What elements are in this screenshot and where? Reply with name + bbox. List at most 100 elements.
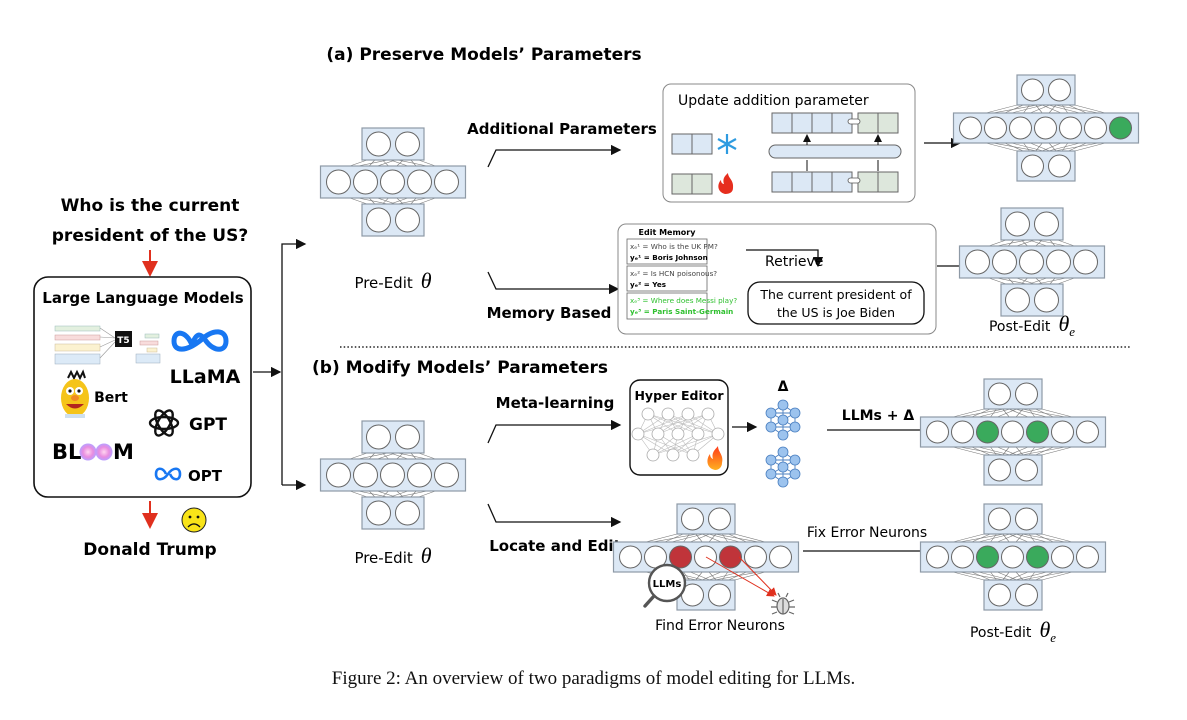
retrieved-answer-line-2: the US is Joe Biden (777, 305, 895, 320)
neuron (992, 249, 1017, 275)
edited-neuron (976, 545, 999, 569)
added-param-cell (857, 171, 879, 193)
retrieved-answer-line-1: The current president of (759, 287, 912, 302)
neuron (765, 421, 777, 433)
neuron (366, 131, 391, 157)
neuron (1034, 287, 1059, 313)
magnifier-label: LLMs (653, 579, 682, 590)
link-icon (847, 177, 861, 184)
memory-entry (626, 292, 708, 320)
neuron (671, 427, 685, 441)
neuron (407, 462, 432, 488)
branch-arrow-additional (487, 144, 622, 168)
neuron (984, 116, 1007, 140)
neuron (777, 414, 789, 426)
added-param-cell (877, 112, 899, 134)
added-param-cell (857, 112, 879, 134)
branch-label-locate: Locate and Edit (489, 537, 621, 555)
neuron (681, 507, 704, 531)
edited-neuron (1026, 420, 1049, 444)
neuron (1046, 249, 1071, 275)
network-edge (637, 413, 709, 435)
retrieved-answer-box (747, 281, 925, 325)
neuron (711, 427, 725, 441)
neuron (366, 207, 391, 233)
figure-caption: Figure 2: An overview of two paradigms o… (331, 668, 856, 689)
t5-label: T5 (117, 336, 129, 346)
neuron (965, 249, 990, 275)
pre-edit-network-b (319, 420, 467, 530)
neuron (434, 169, 459, 195)
frozen-param-cell (811, 112, 833, 134)
llama-label: LLaMA (170, 366, 241, 388)
neuron (988, 507, 1011, 531)
neuron (1015, 382, 1038, 406)
find-error-neurons-label: Find Error Neurons (655, 618, 785, 634)
neuron (646, 448, 660, 462)
neuron (326, 169, 351, 195)
neuron (1001, 545, 1024, 569)
frozen-param-cell (811, 171, 833, 193)
section-a-title: (a) Preserve Models’ Parameters (326, 45, 641, 65)
neuron (326, 462, 351, 488)
memory-entry (626, 265, 708, 292)
post-edit-network-meta (919, 378, 1107, 486)
neuron (353, 169, 378, 195)
hyper-editor-network-icon (631, 407, 725, 462)
memory-entry-answer: yₑ¹ = Boris Johnson (630, 253, 708, 262)
network-edge (657, 413, 709, 435)
neuron (1015, 507, 1038, 531)
bug-icon (771, 592, 795, 615)
hyper-editor-title: Hyper Editor (634, 388, 724, 403)
fire-icon (718, 173, 734, 194)
neuron (380, 462, 405, 488)
neuron (395, 207, 420, 233)
neuron (619, 545, 642, 569)
neuron (1048, 154, 1071, 178)
bert-label: Bert (94, 390, 128, 406)
neuron (407, 169, 432, 195)
network-edge (672, 433, 719, 456)
edited-neuron (976, 420, 999, 444)
memory-entry-answer: yₑ² = Yes (630, 280, 666, 289)
fork-connector (253, 238, 307, 491)
neuron (1005, 287, 1030, 313)
neuron (380, 169, 405, 195)
neuron (708, 583, 731, 607)
neuron (789, 468, 801, 480)
neuron (1076, 420, 1099, 444)
neuron (1076, 545, 1099, 569)
neuron (1034, 211, 1059, 237)
edited-neuron (1109, 116, 1132, 140)
neuron (661, 407, 675, 421)
bloom-flower-icon (95, 443, 113, 461)
llms-plus-delta-label: LLMs + Δ (842, 408, 915, 424)
neuron (777, 399, 789, 411)
neuron (951, 545, 974, 569)
neuron (988, 382, 1011, 406)
neuron (777, 476, 789, 488)
question-line-1: Who is the current (61, 196, 240, 216)
edit-memory-list: xₑ¹ = Who is the UK PM? yₑ¹ = Boris John… (626, 238, 737, 320)
neuron (395, 500, 420, 526)
neuron (1021, 154, 1044, 178)
added-param-cell (877, 171, 899, 193)
neuron (765, 468, 777, 480)
neuron (641, 407, 655, 421)
frozen-param-cell (771, 112, 793, 134)
branch-arrow-memory (487, 271, 620, 295)
neuron (1051, 545, 1074, 569)
neuron (1019, 249, 1044, 275)
parameter-rows (768, 112, 902, 193)
section-b-title: (b) Modify Models’ Parameters (312, 358, 608, 378)
edited-neuron (1026, 545, 1049, 569)
openai-knot-icon (148, 409, 180, 437)
error-trace-arrows (705, 556, 777, 597)
neuron (789, 407, 801, 419)
neuron (744, 545, 767, 569)
network-edge (652, 433, 719, 456)
